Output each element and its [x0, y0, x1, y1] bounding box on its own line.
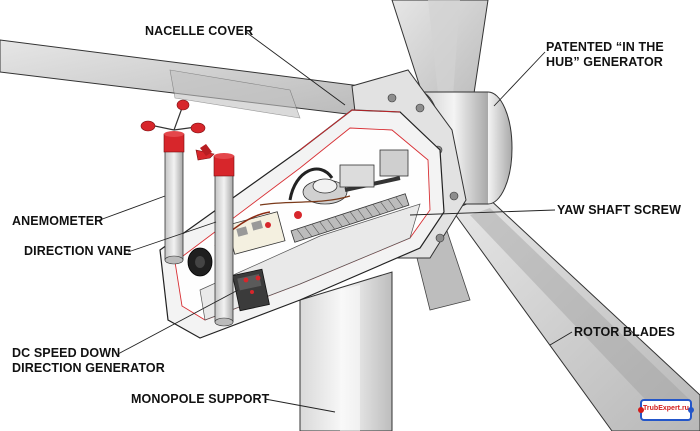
- rotor-blade-lower-right: [451, 195, 700, 431]
- yaw-shaft-screw-shape: [290, 193, 410, 243]
- internal-components: [214, 149, 409, 255]
- rotor-blade-upper-left: [0, 39, 393, 119]
- label-yaw-shaft-screw-text: YAW SHAFT SCREW: [557, 203, 681, 217]
- label-rotor-blades: ROTOR BLADES: [574, 325, 675, 340]
- label-direction-vane-text: DIRECTION VANE: [24, 244, 132, 258]
- watermark-dot-red: [638, 407, 644, 413]
- label-rotor-blades-text: ROTOR BLADES: [574, 325, 675, 339]
- label-dc-speed-down: DC SPEED DOWN DIRECTION GENERATOR: [12, 346, 165, 376]
- label-generator: PATENTED “IN THE HUB” GENERATOR: [546, 40, 664, 70]
- watermark-logo: TrubExpert.ru: [638, 399, 694, 421]
- label-anemometer-text: ANEMOMETER: [12, 214, 104, 228]
- label-yaw-shaft-screw: YAW SHAFT SCREW: [557, 203, 681, 218]
- label-anemometer: ANEMOMETER: [12, 214, 103, 229]
- label-generator-line-2: HUB” GENERATOR: [546, 55, 663, 69]
- label-nacelle-cover-text: NACELLE COVER: [145, 24, 254, 38]
- watermark-dot-blue: [688, 407, 694, 413]
- dc-generator-shape: [187, 247, 270, 312]
- watermark-text: TrubExpert.ru: [643, 405, 689, 412]
- label-generator-line-1: PATENTED “IN THE: [546, 40, 664, 54]
- leader-lines: [96, 31, 573, 413]
- label-dc-speed-down-line-2: DIRECTION GENERATOR: [12, 361, 165, 375]
- label-dc-speed-down-line-1: DC SPEED DOWN: [12, 346, 121, 360]
- label-monopole-support: MONOPOLE SUPPORT: [131, 392, 269, 407]
- anemometer-shape: [140, 99, 206, 265]
- monopole-support-shape: [299, 271, 393, 431]
- label-nacelle-cover: NACELLE COVER: [145, 24, 253, 39]
- label-monopole-support-text: MONOPOLE SUPPORT: [131, 392, 270, 406]
- label-direction-vane: DIRECTION VANE: [24, 244, 131, 259]
- direction-vane-shape: [195, 144, 235, 327]
